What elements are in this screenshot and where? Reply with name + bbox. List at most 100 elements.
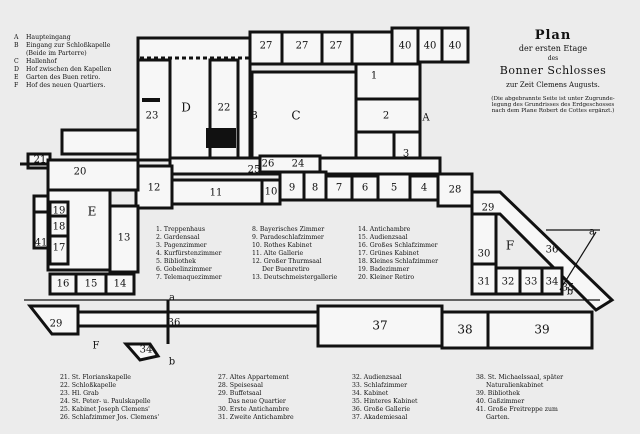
room-35: 35	[562, 283, 575, 294]
room-30: 30	[478, 249, 491, 260]
room-29: 29	[482, 203, 495, 214]
legend-letter-row: (Beide im Parterre)	[26, 50, 87, 57]
room-17: 17	[53, 243, 66, 254]
legend-entry: 13. Deutschmeistergallerie	[252, 274, 338, 281]
room-5: 5	[391, 183, 397, 194]
room-19: 19	[53, 206, 66, 217]
legend-entry: 32. Audienzsaal	[352, 374, 402, 381]
legend-entry: 36. Große Gallerie	[352, 406, 411, 413]
room-34: 34	[546, 277, 559, 288]
room-25: 25	[248, 165, 261, 176]
legend-entry: 28. Speisesaal	[218, 382, 264, 389]
legend-entry: 24. St. Peter- u. Paulskapelle	[60, 398, 151, 405]
room-7: 7	[336, 183, 342, 194]
legend-entry: 20. Kleiner Retiro	[358, 274, 415, 281]
room-26: 26	[262, 159, 275, 170]
room-22: 22	[218, 103, 231, 114]
bottom-legend-col-2: 27. Altes Appartement 28. Speisesaal 29.…	[218, 374, 294, 422]
legend-entry: 41. Große Freitreppe zum	[476, 406, 558, 413]
legend-entry: 8. Bayerisches Zimmer	[252, 226, 325, 233]
room-36b: 36	[168, 318, 181, 329]
north-wing	[136, 26, 470, 174]
room-12: 12	[148, 183, 161, 194]
room-28: 28	[449, 185, 462, 196]
room-24: 24	[292, 159, 305, 170]
label-B: B	[250, 111, 257, 122]
room-27b: 27	[296, 41, 309, 52]
legend-entry: 29. Buffetsaal	[218, 390, 262, 397]
bottom-legend-col-3: 32. Audienzsaal 33. Schlafzimmer 34. Kab…	[352, 374, 417, 422]
title-note-3: nach dem Plane Robert de Cottes ergänzt.…	[491, 108, 615, 114]
room-1: 1	[371, 71, 377, 82]
legend-entry: 37. Akademiesaal	[352, 414, 408, 421]
title-note-1: (Die abgebrannte Seite ist unter Zugrund…	[491, 96, 615, 102]
legend-entry: 10. Rothes Kabinet	[252, 242, 312, 249]
label-E: E	[88, 205, 97, 219]
legend-entry: Garten.	[486, 414, 510, 421]
room-18: 18	[53, 222, 66, 233]
room-3: 3	[403, 149, 409, 160]
room-20: 20	[74, 167, 87, 178]
legend-entry: 18. Kleines Schlafzimmer	[358, 258, 439, 265]
room-4: 4	[421, 183, 427, 194]
room-39: 39	[534, 323, 549, 337]
label-A: A	[421, 113, 430, 124]
label-b: b	[169, 357, 175, 368]
west-wing	[20, 128, 140, 296]
title-note-2: legung des Grundrisses des Erdgeschosses	[491, 102, 615, 108]
title-line-5: zur Zeit Clemens Augusts.	[506, 81, 600, 89]
room-40b: 40	[424, 41, 437, 52]
legend-entry: 34. Kabinet	[352, 390, 389, 397]
legend-entry: 9. Paradeschlafzimmer	[252, 234, 324, 241]
legend-entry: 5. Bibliothek	[156, 258, 196, 265]
title-line-2: der ersten Etage	[518, 44, 588, 53]
title-line-3: des	[547, 55, 559, 62]
label-F: F	[506, 239, 514, 253]
legend-entry: Der Buenretiro	[262, 266, 310, 273]
legend-entry: Naturalienkabinet	[486, 382, 544, 389]
legend-entry: 19. Badezimmer	[358, 266, 410, 273]
room-14: 14	[114, 279, 127, 290]
room-36: 36	[546, 245, 559, 256]
legend-entry: 31. Zweite Antichambre	[218, 414, 294, 421]
legend-entry: 1. Treppenhaus	[156, 226, 206, 233]
room-40a: 40	[399, 41, 412, 52]
title-line-4: Bonner Schlosses	[499, 64, 607, 77]
bottom-legend-col-1: 21. St. Florianskapelle 22. Schloßkapell…	[60, 374, 159, 422]
title-line-1: Plan	[534, 28, 572, 43]
label-b2: b	[567, 287, 573, 298]
room-27c: 27	[330, 41, 343, 52]
label-C: C	[291, 109, 300, 123]
room-legend-col-1: 1. Treppenhaus 2. Gardensaal 3. Pagenzim…	[156, 226, 222, 282]
legend-entry: 23. Hl. Grab	[60, 390, 99, 397]
room-37: 37	[372, 319, 387, 333]
room-2: 2	[383, 111, 389, 122]
room-legend-col-3: 14. Antichambre 15. Audienzsaal 16. Groß…	[358, 226, 438, 282]
room-10: 10	[265, 187, 278, 198]
east-wing	[470, 190, 615, 312]
bottom-legend-col-4: 38. St. Michaelssaal, später Naturalienk…	[476, 374, 563, 422]
legend-entry: 6. Gobelinzimmer	[156, 266, 212, 273]
room-16: 16	[57, 279, 70, 290]
legend-entry: 16. Großes Schlafzimmer	[358, 242, 438, 249]
room-15: 15	[85, 279, 98, 290]
plan-title-block: Plan der ersten Etage des Bonner Schloss…	[468, 28, 638, 114]
legend-entry: 4. Kurfürstenzimmer	[156, 250, 222, 257]
room-29b: 29	[50, 319, 63, 330]
room-31: 31	[478, 277, 491, 288]
room-23: 23	[146, 111, 159, 122]
legend-entry: 27. Altes Appartement	[218, 374, 289, 381]
room-27a: 27	[260, 41, 273, 52]
room-11: 11	[210, 188, 223, 199]
label-a2: a	[589, 227, 595, 238]
legend-entry: 15. Audienzsaal	[358, 234, 408, 241]
legend-entry: 38. St. Michaelssaal, später	[476, 374, 564, 381]
